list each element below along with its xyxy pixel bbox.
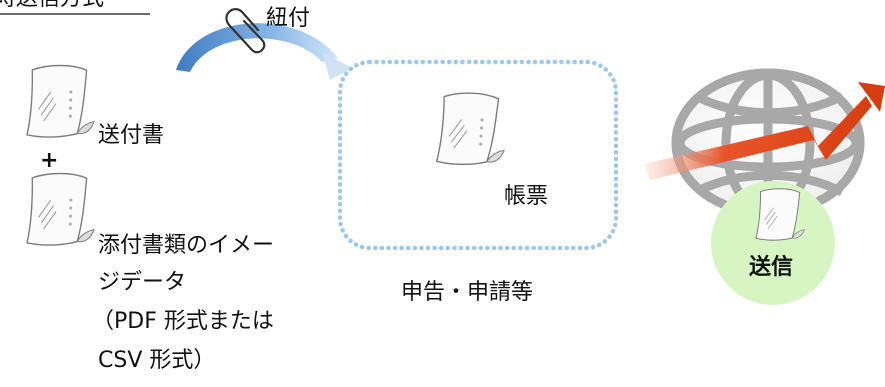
- form-label: 帳票: [504, 184, 549, 209]
- clip-label: 紐付: [266, 6, 311, 31]
- plus-sign: +: [40, 148, 59, 173]
- document-icon: [435, 92, 505, 166]
- send-circle: [711, 181, 835, 305]
- document-icon: [26, 64, 95, 138]
- attachment-label-line2: ジデータ: [98, 270, 187, 295]
- attachment-label-line1: 添付書類のイメー: [98, 233, 275, 258]
- attachment-label-line4: CSV 形式）: [98, 348, 216, 373]
- send-label: 送信: [749, 255, 794, 280]
- document-icon: [755, 188, 805, 241]
- heading: 時送信方式: [0, 0, 104, 14]
- cover-letter-label: 送付書: [98, 123, 165, 148]
- link-arrow: [176, 23, 352, 80]
- filing-label: 申告・申請等: [401, 280, 534, 305]
- attachment-label-line3: （PDF 形式または: [92, 309, 274, 334]
- send-arrow: [644, 82, 885, 180]
- paperclip-icon: [225, 8, 266, 54]
- document-icon: [26, 172, 95, 246]
